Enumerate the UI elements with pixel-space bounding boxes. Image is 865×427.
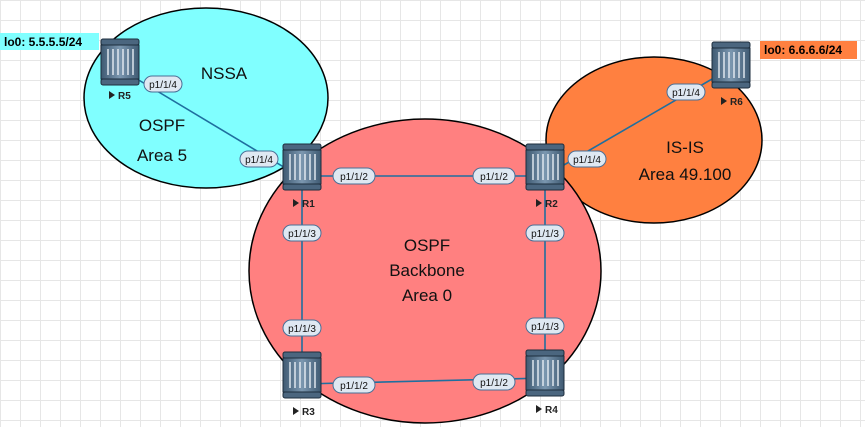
svg-text:p1/1/4: p1/1/4: [149, 80, 177, 91]
backbone-title: Backbone: [389, 261, 465, 280]
svg-text:p1/1/3: p1/1/3: [531, 229, 559, 240]
port-label: p1/1/2: [472, 373, 516, 391]
router-r2[interactable]: R2: [525, 143, 565, 210]
svg-text:p1/1/2: p1/1/2: [480, 378, 508, 389]
router-r5[interactable]: R5: [100, 38, 140, 102]
backbone-area-id: Area 0: [402, 286, 452, 305]
router-r4[interactable]: R4: [525, 349, 565, 416]
router-r5-label: R5: [118, 91, 131, 102]
svg-text:p1/1/4: p1/1/4: [573, 155, 601, 166]
svg-text:p1/1/4: p1/1/4: [672, 88, 700, 99]
loopback-r6: lo0: 6.6.6.6/24: [760, 41, 857, 59]
nssa-area: [83, 7, 329, 189]
svg-text:lo0: 5.5.5.5/24: lo0: 5.5.5.5/24: [4, 35, 82, 49]
nssa-protocol: OSPF: [139, 116, 185, 135]
port-label: p1/1/4: [239, 150, 279, 168]
port-label: p1/1/3: [282, 224, 322, 242]
svg-text:p1/1/2: p1/1/2: [340, 172, 368, 183]
router-r3[interactable]: R3: [282, 351, 322, 418]
port-label: p1/1/3: [282, 319, 322, 337]
svg-text:p1/1/3: p1/1/3: [288, 324, 316, 335]
port-label: p1/1/4: [143, 75, 183, 93]
port-label: p1/1/2: [332, 376, 376, 394]
isis-protocol: IS-IS: [666, 138, 704, 157]
svg-text:p1/1/2: p1/1/2: [340, 381, 368, 392]
port-label: p1/1/4: [666, 83, 706, 101]
router-r1-label: R1: [302, 199, 315, 210]
backbone-area: [248, 118, 602, 424]
router-r6-label: R6: [730, 97, 743, 108]
nssa-area-id: Area 5: [137, 146, 187, 165]
router-r6[interactable]: R6: [711, 41, 751, 108]
port-label: p1/1/3: [525, 317, 565, 335]
port-label: p1/1/2: [472, 167, 516, 185]
loopback-r5: lo0: 5.5.5.5/24: [0, 33, 99, 50]
nssa-title: NSSA: [201, 64, 248, 83]
svg-text:p1/1/3: p1/1/3: [288, 229, 316, 240]
port-label: p1/1/2: [332, 167, 376, 185]
svg-text:lo0: 6.6.6.6/24: lo0: 6.6.6.6/24: [764, 43, 842, 57]
router-r2-label: R2: [545, 199, 558, 210]
svg-text:p1/1/2: p1/1/2: [480, 172, 508, 183]
port-label: p1/1/3: [525, 224, 565, 242]
isis-area-id: Area 49.100: [639, 165, 732, 184]
port-label: p1/1/4: [567, 150, 607, 168]
svg-text:p1/1/3: p1/1/3: [531, 322, 559, 333]
svg-text:p1/1/4: p1/1/4: [245, 155, 273, 166]
router-r3-label: R3: [302, 407, 315, 418]
router-r4-label: R4: [545, 405, 558, 416]
isis-area: [545, 56, 763, 224]
backbone-protocol: OSPF: [404, 236, 450, 255]
router-r1[interactable]: R1: [282, 143, 322, 210]
